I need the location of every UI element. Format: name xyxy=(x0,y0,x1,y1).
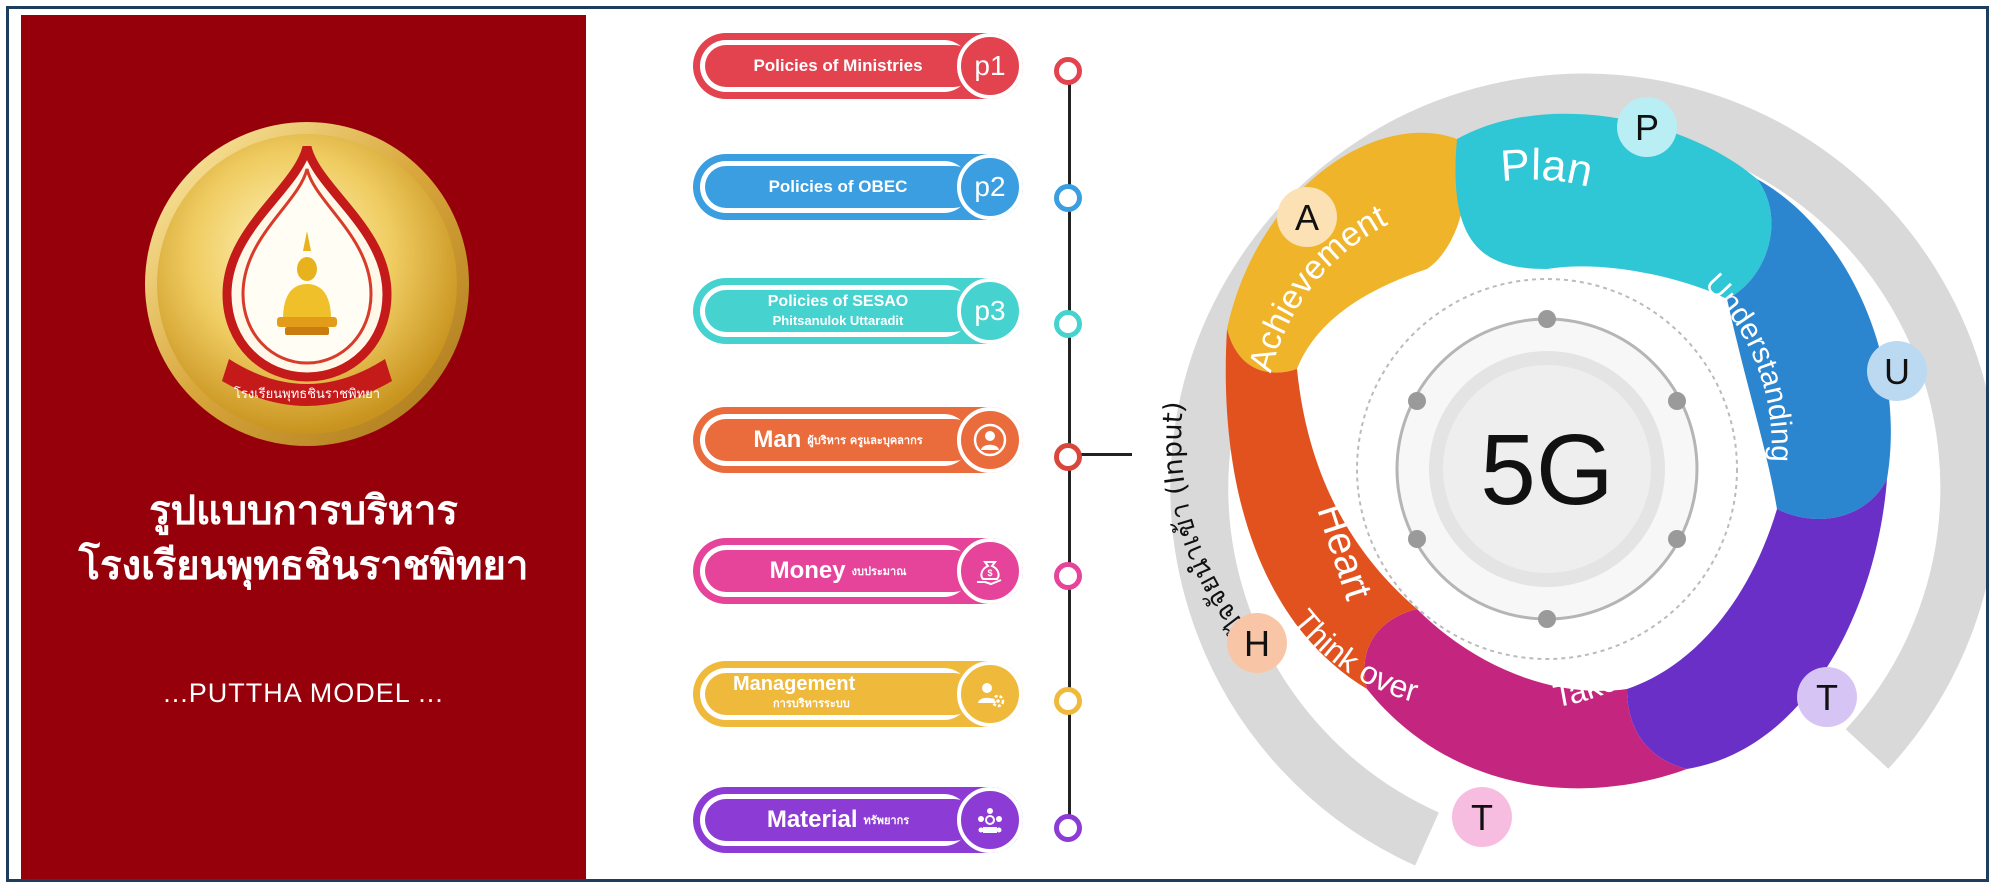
manager-gear-icon xyxy=(957,661,1023,727)
word-plan: Plan xyxy=(1499,140,1597,196)
input-sub: ผู้บริหาร ครูและบุคลากร xyxy=(807,434,923,447)
input-label: Man ผู้บริหาร ครูและบุคลากร xyxy=(713,407,963,473)
segment-heart xyxy=(1225,329,1417,689)
badge-p: P xyxy=(1617,97,1677,157)
svg-text:U: U xyxy=(1884,351,1910,392)
figure-frame: โรงเรียนพุทธชินราชพิทยา รูปแบบการบริหาร … xyxy=(6,6,1989,882)
timeline-node xyxy=(1054,814,1082,842)
tag-p1: p1 xyxy=(957,33,1023,99)
segment-plan xyxy=(1455,113,1772,299)
input-sub: ทรัพยากร xyxy=(863,814,910,827)
svg-text:T: T xyxy=(1816,677,1838,718)
school-emblem: โรงเรียนพุทธชินราชพิทยา xyxy=(145,122,469,446)
timeline-node xyxy=(1054,57,1082,85)
person-icon xyxy=(957,407,1023,473)
input-sub: การบริหารระบบ xyxy=(773,697,850,710)
badge-h: H xyxy=(1227,613,1287,673)
input-policies-obec: Policies of OBEC p2 xyxy=(693,154,1023,220)
timeline-node xyxy=(1054,562,1082,590)
input-label: Management การบริหารระบบ xyxy=(733,661,983,727)
segment-think-over xyxy=(1364,609,1687,789)
segment-take-action xyxy=(1627,479,1887,769)
title-panel: โรงเรียนพุทธชินราชพิทยา รูปแบบการบริหาร … xyxy=(21,15,586,879)
input-label: Policies of SESAO Phitsanulok Uttaradit xyxy=(713,278,963,344)
center-5g: 5G xyxy=(1480,414,1613,526)
svg-text:$: $ xyxy=(987,568,992,578)
input-main: Material xyxy=(766,806,858,833)
input-sub: งบประมาณ xyxy=(851,565,907,578)
model-name: ...PUTTHA MODEL ... xyxy=(163,678,444,708)
svg-text:Plan: Plan xyxy=(1499,140,1597,196)
tag-p3: p3 xyxy=(957,278,1023,344)
timeline-node xyxy=(1054,310,1082,338)
badge-think-t: T xyxy=(1452,787,1512,847)
connector-to-wheel xyxy=(1072,453,1132,456)
input-policies-ministries: Policies of Ministries p1 xyxy=(693,33,1023,99)
input-man: Man ผู้บริหาร ครูและบุคลากร xyxy=(693,407,1023,473)
svg-text:A: A xyxy=(1295,197,1319,238)
input-label-line2: Phitsanulok Uttaradit xyxy=(772,313,904,328)
input-management: Management การบริหารระบบ xyxy=(693,661,1023,727)
timeline-node xyxy=(1054,184,1082,212)
input-main: Money xyxy=(769,557,846,584)
badge-a: A xyxy=(1277,187,1337,247)
svg-text:T: T xyxy=(1471,797,1493,838)
badge-u: U xyxy=(1867,341,1927,401)
timeline-node xyxy=(1054,687,1082,715)
5g-wheel: Achievement Plan Understanding Take acti… xyxy=(1157,73,1986,866)
input-material: Material ทรัพยากร xyxy=(693,787,1023,853)
model-title-line2: โรงเรียนพุทธชินราชพิทยา xyxy=(78,543,529,589)
tag-p2: p2 xyxy=(957,154,1023,220)
input-label: Policies of OBEC xyxy=(768,177,908,196)
svg-text:H: H xyxy=(1244,623,1270,664)
segment-achievement xyxy=(1227,132,1466,373)
resources-icon xyxy=(957,787,1023,853)
input-money: Money งบประมาณ $ xyxy=(693,538,1023,604)
badge-take-t: T xyxy=(1797,667,1857,727)
model-title-line1: รูปแบบการบริหาร xyxy=(149,488,458,534)
input-policies-sesao: Policies of SESAO Phitsanulok Uttaradit … xyxy=(693,278,1023,344)
input-label: Money งบประมาณ xyxy=(713,538,963,604)
svg-text:P: P xyxy=(1635,107,1659,148)
input-label-line1: Policies of SESAO xyxy=(767,293,909,310)
input-main: Man xyxy=(753,426,802,453)
timeline-node xyxy=(1054,443,1082,471)
input-label: Policies of Ministries xyxy=(753,56,923,75)
emblem-caption: โรงเรียนพุทธชินราชพิทยา xyxy=(234,386,380,402)
segment-understanding xyxy=(1727,179,1891,519)
input-label: Material ทรัพยากร xyxy=(713,787,963,853)
input-main: Management xyxy=(733,673,856,695)
money-bag-icon: $ xyxy=(957,538,1023,604)
